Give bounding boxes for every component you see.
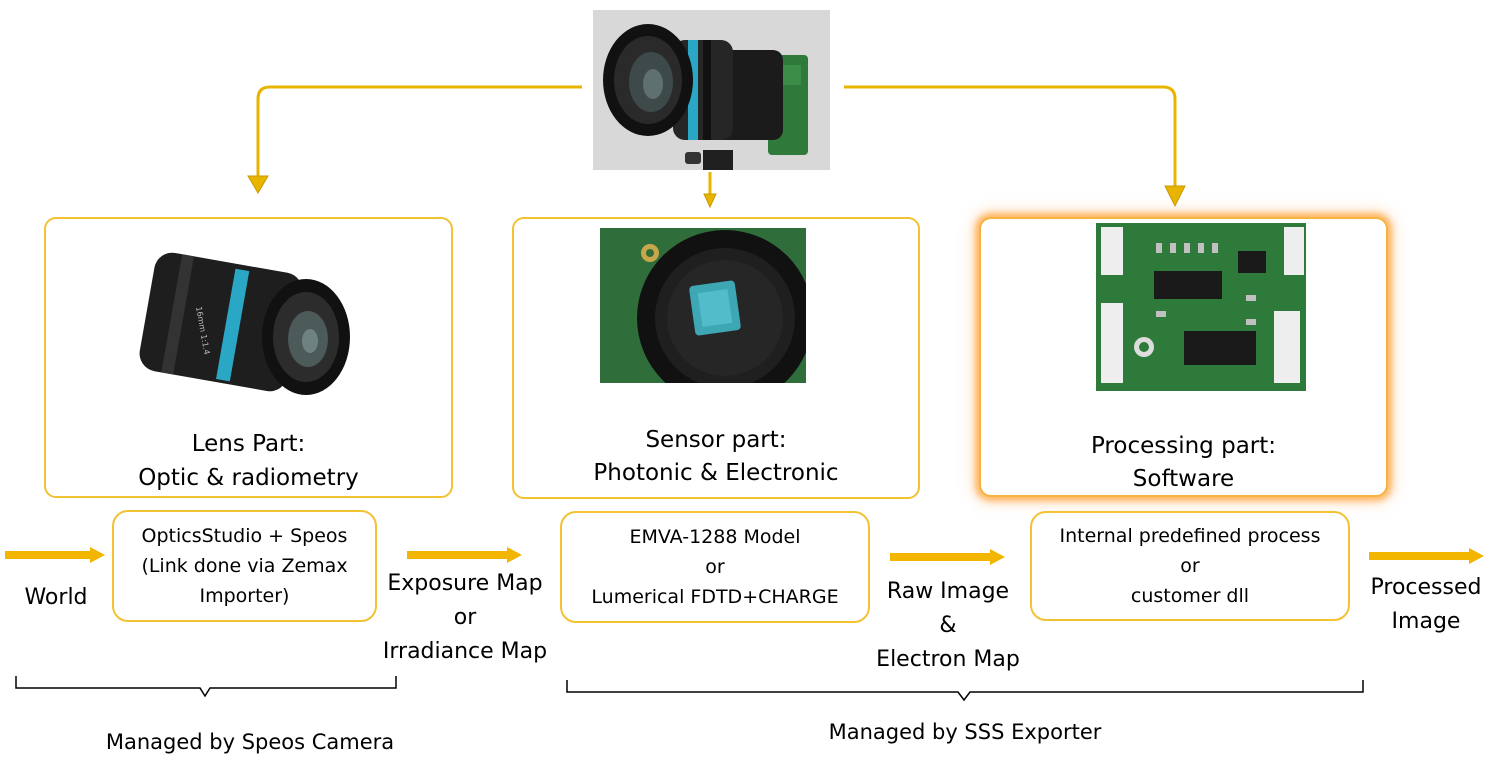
lens-part-title: Lens Part: <box>191 431 306 457</box>
sensor-method-line-2: or <box>705 556 725 578</box>
sensor-photo <box>600 228 806 383</box>
exposure-line-3: Irradiance Map <box>382 639 548 664</box>
lens-method-line-1: OpticsStudio + Speos <box>141 525 348 547</box>
processing-part-subtitle: Software <box>1132 466 1235 492</box>
processing-board-photo <box>1096 223 1306 391</box>
processing-method-line-3: customer dll <box>1130 585 1250 607</box>
exposure-line-1: Exposure Map <box>387 571 543 596</box>
lens-part-box: 16mm 1:1.4 Lens Part: Optic & radiometry <box>44 217 453 498</box>
raw-image-label: Raw Image & Electron Map <box>858 575 1038 677</box>
arrowhead-processing <box>1164 185 1186 208</box>
lens-method-line-3: Importer) <box>199 585 290 607</box>
processed-line-1: Processed <box>1370 575 1482 600</box>
processing-method-line-2: or <box>1180 555 1200 577</box>
flow-arrow-processed <box>1369 548 1484 564</box>
top-connectors <box>256 85 1177 196</box>
arrowhead-lens <box>247 175 269 194</box>
raw-line-2: & <box>939 613 957 638</box>
camera-photo <box>593 10 830 170</box>
raw-line-3: Electron Map <box>876 647 1020 672</box>
brace-sss <box>566 680 1364 702</box>
sensor-method-line-1: EMVA-1288 Model <box>629 526 801 548</box>
sensor-method-line-3: Lumerical FDTD+CHARGE <box>591 586 839 608</box>
sensor-part-title: Sensor part: <box>645 427 787 453</box>
arrowhead-sensor <box>703 193 717 209</box>
lens-part-subtitle: Optic & radiometry <box>138 465 359 491</box>
processed-line-2: Image <box>1391 609 1461 634</box>
flow-arrows <box>5 547 1484 565</box>
lens-photo: 16mm 1:1.4 <box>126 237 366 412</box>
sensor-part-box: Sensor part: Photonic & Electronic <box>512 217 920 499</box>
sensor-part-subtitle: Photonic & Electronic <box>593 460 839 486</box>
processing-part-box: Processing part: Software <box>979 217 1388 497</box>
brace-speos <box>15 676 397 698</box>
exposure-map-label: Exposure Map or Irradiance Map <box>370 567 560 669</box>
lens-method-box: OpticsStudio + Speos (Link done via Zema… <box>112 510 377 622</box>
flow-arrow-world <box>5 547 105 563</box>
connector-to-lens <box>256 85 582 178</box>
processing-method-box: Internal predefined process or customer … <box>1030 511 1350 621</box>
connector-to-processing <box>844 85 1177 188</box>
raw-line-1: Raw Image <box>886 579 1010 604</box>
processing-method-line-1: Internal predefined process <box>1059 525 1321 547</box>
exposure-line-2: or <box>453 605 477 630</box>
managed-by-sss-label: Managed by SSS Exporter <box>828 720 1102 744</box>
world-label: World <box>24 585 88 610</box>
processed-image-label: Processed Image <box>1358 571 1494 639</box>
sensor-method-box: EMVA-1288 Model or Lumerical FDTD+CHARGE <box>560 511 870 623</box>
flow-arrow-exposure <box>407 547 522 563</box>
managed-by-speos-label: Managed by Speos Camera <box>105 730 395 754</box>
processing-part-title: Processing part: <box>1090 433 1277 459</box>
lens-method-line-2: (Link done via Zemax <box>141 555 348 577</box>
flow-arrow-raw <box>890 549 1005 565</box>
